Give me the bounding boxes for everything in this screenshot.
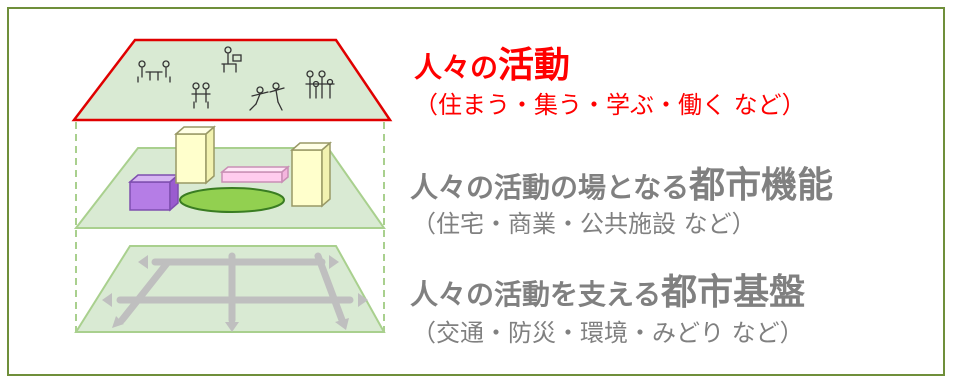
people-playing-icon	[249, 82, 285, 111]
layer-illustration	[71, 38, 393, 333]
urban-functions-title-emphasis: 都市機能	[689, 165, 834, 206]
infrastructure-subtitle: （交通・防災・環境・みどり など）	[412, 319, 804, 347]
activities-plane	[71, 38, 393, 122]
couple-icon	[191, 82, 211, 109]
urban-functions-plane	[73, 125, 386, 229]
infrastructure-plane	[74, 245, 386, 333]
activity-layer-subtitle: （住まう・集う・学ぶ・働く など）	[414, 91, 806, 119]
activity-title-emphasis: 活動	[498, 45, 571, 86]
public-facility-icon	[174, 125, 216, 185]
family-icon	[305, 70, 335, 99]
commercial-building-icon	[128, 173, 180, 212]
housing-icon	[219, 165, 291, 184]
office-building-icon	[290, 141, 332, 208]
activity-layer-title: 人々の活動	[414, 36, 570, 88]
urban-functions-title: 人々の活動の場となる都市機能	[410, 156, 833, 208]
park-icon	[179, 187, 285, 213]
urban-functions-title-prefix: 人々の活動の場となる	[410, 171, 690, 204]
road-network-icon	[102, 252, 368, 332]
infrastructure-title-emphasis: 都市基盤	[661, 272, 806, 313]
person-at-desk-icon	[221, 46, 242, 73]
urban-functions-subtitle: （住宅・商業・公共施設 など）	[412, 210, 756, 238]
infrastructure-title-prefix: 人々の活動を支える	[410, 278, 662, 311]
infrastructure-title: 人々の活動を支える都市基盤	[410, 263, 805, 315]
people-at-table-icon	[137, 60, 171, 83]
activity-title-prefix: 人々の	[414, 51, 499, 84]
